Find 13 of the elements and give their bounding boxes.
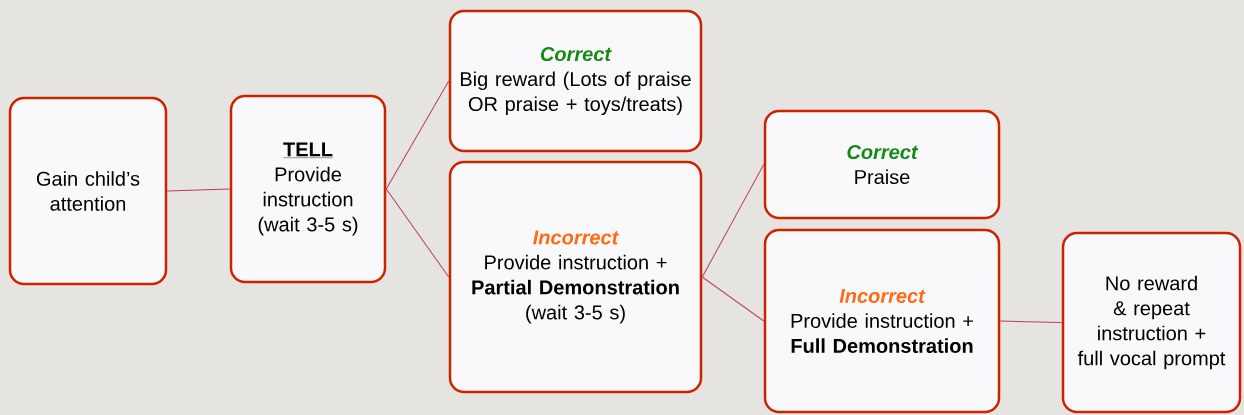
process-box: Gain child’s attention bbox=[8, 96, 168, 286]
connector-line bbox=[701, 276, 765, 322]
process-box: No reward & repeat instruction + full vocal prompt bbox=[1061, 231, 1242, 414]
process-box: Incorrect Provide instruction + Full Demonstration bbox=[763, 228, 1001, 414]
process-box: Correct Praise bbox=[763, 109, 1001, 220]
connector-line bbox=[701, 164, 765, 278]
connector-line bbox=[999, 320, 1063, 323]
connector-line bbox=[166, 188, 231, 192]
process-box: TELL Provide instruction (wait 3-5 s) bbox=[229, 94, 387, 284]
connector-line bbox=[385, 188, 450, 278]
process-box: Incorrect Provide instruction + Partial Demonstration (wait 3-5 s) bbox=[448, 160, 703, 394]
connector-line bbox=[385, 80, 450, 190]
process-box: Correct Big reward (Lots of praise OR praise + toys/treats) bbox=[448, 9, 703, 153]
